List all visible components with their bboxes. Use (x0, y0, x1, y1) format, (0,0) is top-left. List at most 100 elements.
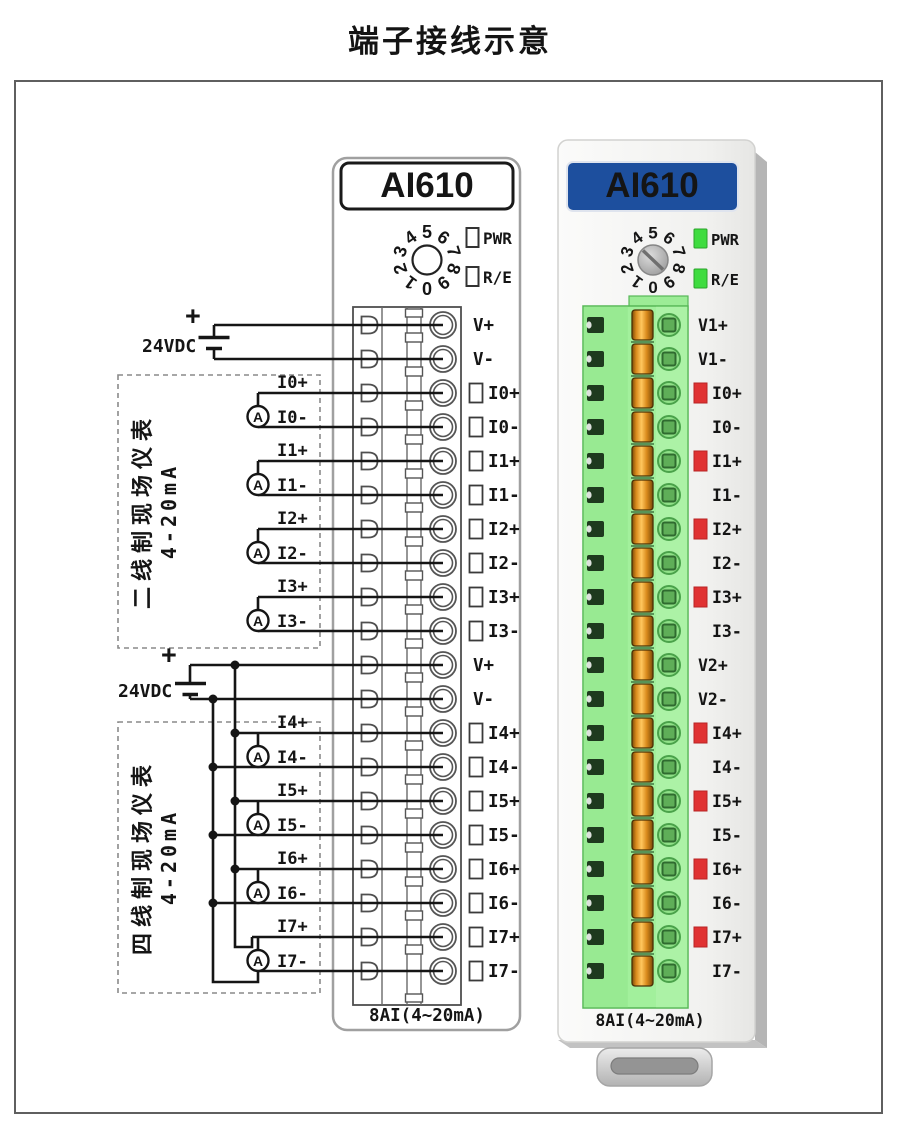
terminal-label: I3+ (712, 588, 742, 607)
content-border (14, 80, 883, 1114)
strip-divider (404, 672, 424, 683)
schematic-bottom-label: 8AI(4~20mA) (369, 1006, 485, 1026)
schematic-module-nameplate (339, 161, 515, 211)
strip-divider (404, 740, 424, 751)
ammeter-icon (246, 608, 270, 633)
ammeter-label: I7- (277, 952, 308, 972)
terminal-label: V- (473, 690, 494, 710)
strip-divider (404, 842, 424, 853)
terminal-label: I6+ (712, 860, 742, 879)
pwr-label: PWR (711, 231, 740, 249)
terminal-label: V2- (698, 690, 728, 709)
ammeter-symbol: A (253, 477, 263, 493)
schematic-module-title: AI610 (380, 166, 473, 205)
strip-divider (404, 400, 424, 411)
terminal-label: V1+ (698, 316, 728, 335)
wires (188, 323, 443, 984)
terminal-label: I3- (712, 622, 742, 641)
terminal-label: I0+ (488, 384, 520, 404)
instrument-groups: 二线制现场仪表 4-20mA 四线制现场仪表 4-20mA (117, 374, 321, 994)
strip-divider (404, 434, 424, 445)
terminal-label: I7- (712, 962, 742, 981)
terminal-label: I7- (488, 962, 520, 982)
terminal-label: I2+ (712, 520, 742, 539)
ammeter-label: I4+ (277, 713, 308, 733)
strip-divider (404, 910, 424, 921)
ammeter-symbol: A (253, 953, 263, 969)
ammeter-label: I4- (277, 748, 308, 768)
product-module-title: AI610 (605, 166, 698, 205)
battery-plates (175, 335, 230, 697)
product-terminal-labels: V1+ V1- I0+ I0- I1+ I1- I2+ I2- I3+ I3- … (698, 316, 742, 981)
wire-two-wire-signals (256, 391, 443, 633)
re-indicator (465, 266, 480, 287)
strip-divider (404, 706, 424, 717)
terminal-label: I2+ (488, 520, 520, 540)
schematic-terminal-labels: V+ V- I0+ I0- I1+ I1- I2+ I2- I3+ I3- V+… (473, 316, 520, 982)
group-title: 二线制现场仪表 (130, 413, 155, 609)
terminal-label: V+ (473, 316, 494, 336)
terminal-label: V1- (698, 350, 728, 369)
terminal-label: I1+ (488, 452, 520, 472)
ammeter-label: I3- (277, 612, 308, 632)
ammeter-label: I6- (277, 884, 308, 904)
terminal-label: I2- (712, 554, 742, 573)
ammeter-symbol: A (253, 613, 263, 629)
page-title: 端子接线示意 (348, 24, 552, 59)
ammeter-symbol: A (253, 817, 263, 833)
product-terminal-block (582, 295, 689, 1009)
ammeter-label: I0- (277, 408, 308, 428)
product-nameplate (566, 161, 739, 212)
ammeter-label: I3+ (277, 577, 308, 597)
power-supply-label: 24VDC (142, 336, 196, 357)
group-range: 4-20mA (157, 463, 181, 559)
terminal-label: V2+ (698, 656, 728, 675)
group-range: 4-20mA (157, 809, 181, 905)
terminal-label: I0- (712, 418, 742, 437)
terminal-label: I3+ (488, 588, 520, 608)
alarm-led (693, 722, 708, 744)
re-label: R/E (483, 268, 512, 287)
pwr-label: PWR (483, 229, 512, 248)
alarm-led (693, 586, 708, 608)
ammeter-symbol: A (253, 749, 263, 765)
terminal-label: I4- (488, 758, 520, 778)
strip-divider (404, 502, 424, 513)
ammeter-label: I0+ (277, 373, 308, 393)
junction-dots (208, 660, 240, 908)
ammeter-symbol: A (253, 545, 263, 561)
strip-divider (404, 570, 424, 581)
strip-divider (404, 993, 424, 1003)
strip-divider (404, 332, 424, 343)
rotary-knob (411, 244, 443, 276)
terminal-label: I1- (488, 486, 520, 506)
schematic-module: AI610 1 2 3 4 5 6 7 8 9 0 PWR R/E (331, 156, 522, 1032)
ammeter-icon (246, 540, 270, 565)
wire-four-wire-signals (213, 731, 443, 973)
terminal-label: I4+ (712, 724, 742, 743)
strip-divider (404, 944, 424, 955)
ammeter-icon (246, 812, 270, 837)
terminal-label: I0+ (712, 384, 742, 403)
ammeter-icon (246, 880, 270, 905)
battery1-icon (198, 335, 230, 351)
wire-power2 (188, 663, 443, 701)
alarm-led (693, 450, 708, 472)
product-bottom-label: 8AI(4~20mA) (595, 1011, 704, 1030)
ammeter-label: I6+ (277, 849, 308, 869)
terminal-label: I2- (488, 554, 520, 574)
plus-sign: + (161, 640, 177, 670)
re-led (693, 268, 708, 289)
ammeter-label: I2+ (277, 509, 308, 529)
rotary-slot (641, 249, 665, 271)
din-clip-slot (610, 1057, 699, 1075)
alarm-led (693, 858, 708, 880)
battery2-icon (175, 681, 206, 697)
terminal-label: V- (473, 350, 494, 370)
terminal-label: I6- (488, 894, 520, 914)
ammeter-label: I5+ (277, 781, 308, 801)
terminal-label: I4+ (488, 724, 520, 744)
strip-divider (404, 808, 424, 819)
